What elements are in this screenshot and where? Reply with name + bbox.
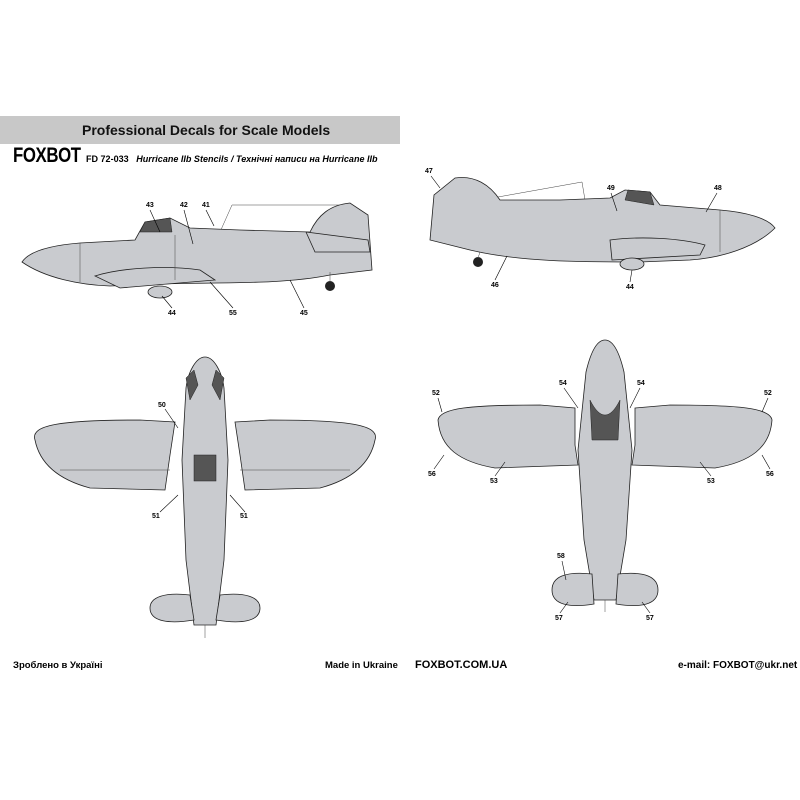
callout-54-left: 54 [559,380,567,387]
callout-47: 47 [425,168,433,175]
email-link[interactable]: e-mail: FOXBOT@ukr.net [678,660,798,671]
callout-49: 49 [607,185,615,192]
made-in-ukraine-en: Made in Ukraine [325,660,398,671]
callout-50: 50 [158,402,166,409]
sheet-title: FD 72-033 Hurricane IIb Stencils / Техніч… [86,154,378,165]
callout-41: 41 [202,202,210,209]
callout-53-left: 53 [490,478,498,485]
left-side-view: 43 42 41 44 55 45 [21,202,373,317]
callout-57-left: 57 [555,615,563,622]
website-link[interactable]: FOXBOT.COM.UA [415,659,508,671]
right-side-view: 47 49 48 46 44 [425,168,776,291]
bottom-view: 52 54 54 52 56 53 53 56 58 57 57 [428,339,774,622]
callout-56-right: 56 [766,471,774,478]
callout-45: 45 [300,310,308,317]
sheet-code: FD 72-033 [86,154,129,165]
callout-46: 46 [491,282,499,289]
callout-43: 43 [146,202,154,209]
callout-42: 42 [180,202,188,209]
sheet-title-text: Hurricane IIb Stencils / Технічні написи… [136,154,378,165]
foxbot-logo: FOXBOT [13,144,81,167]
callout-44-right: 44 [626,284,634,291]
callout-53-right: 53 [707,478,715,485]
callout-58: 58 [557,553,565,560]
callout-55: 55 [229,310,237,317]
callout-56-left: 56 [428,471,436,478]
callout-54-right: 54 [637,380,645,387]
callout-51-right: 51 [240,513,248,520]
banner-title: Professional Decals for Scale Models [82,122,331,138]
made-in-ukraine-ua: Зроблено в Україні [13,660,103,671]
title-banner [0,116,400,144]
top-view: 50 51 51 [34,356,376,638]
callout-52-left: 52 [432,390,440,397]
callout-57-right: 57 [646,615,654,622]
callout-44: 44 [168,310,176,317]
callout-51-left: 51 [152,513,160,520]
callout-52-right: 52 [764,390,772,397]
callout-48: 48 [714,185,722,192]
